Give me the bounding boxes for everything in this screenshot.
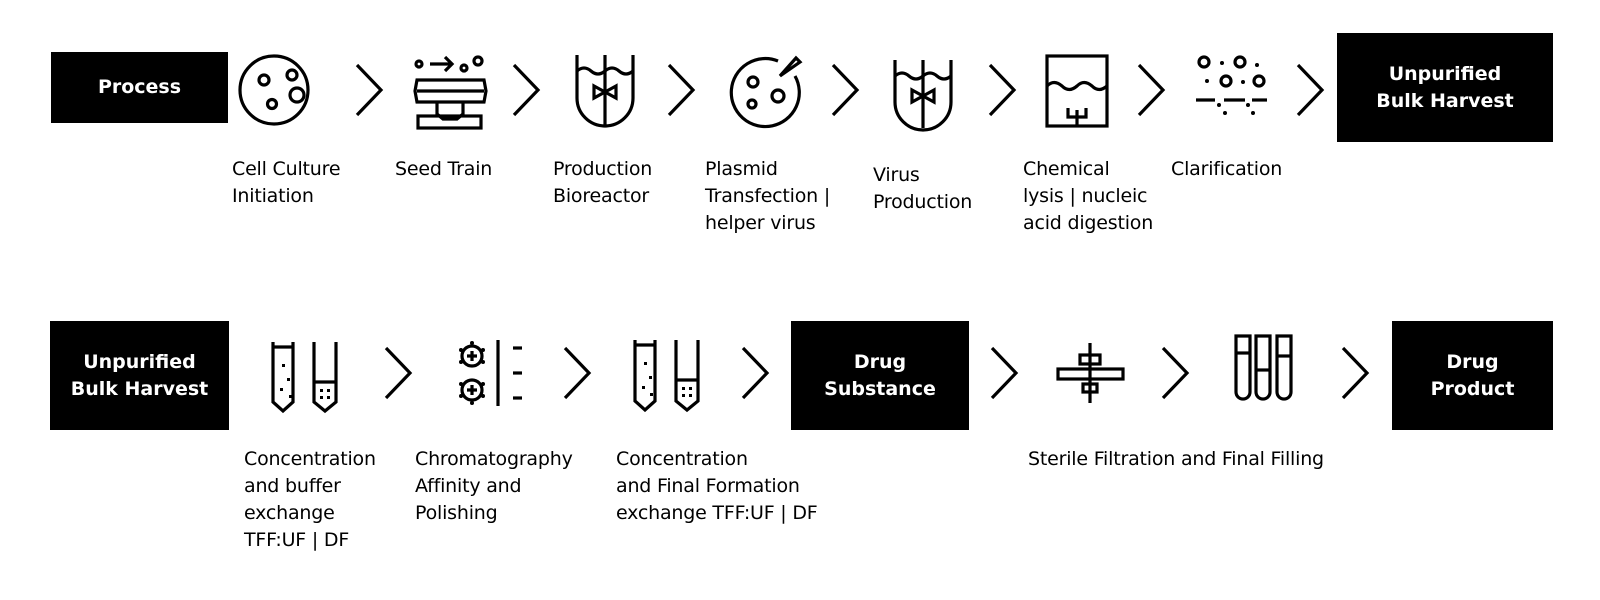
tff-tubes-icon (633, 340, 700, 413)
tff-tubes-icon (271, 342, 338, 414)
seed-train-icon (413, 55, 488, 130)
unpurified-bulk-harvest-box: Unpurified Bulk Harvest (1337, 33, 1553, 142)
plasmid-transfection-icon (729, 55, 803, 129)
step-label-clarification: Clarification (1171, 158, 1283, 180)
unpurified-bulk-harvest-box-2: Unpurified Bulk Harvest (50, 321, 229, 430)
step-label-chemical-lysis: Chemical lysis | nucleic acid digestion (1023, 158, 1154, 234)
drug-substance-box: Drug Substance (791, 321, 969, 430)
chevron-right-icon (1161, 346, 1190, 400)
chevron-right-icon (667, 63, 696, 117)
chevron-right-icon (384, 346, 413, 400)
chevron-right-icon (988, 63, 1017, 117)
petri-dish-icon (238, 54, 310, 126)
step-label-sterile-filtration: Sterile Filtration and Final Filling (1028, 448, 1324, 470)
chevron-right-icon (512, 63, 541, 117)
drug-product-box: Drug Product (1392, 321, 1553, 430)
chevron-right-icon (355, 63, 384, 117)
clarification-icon (1196, 55, 1267, 115)
sterile-filter-icon (1056, 343, 1125, 403)
step-label-concentration-buffer: Concentration and buffer exchange TFF:UF… (244, 448, 376, 551)
process-box: Process (51, 52, 228, 123)
virus-bioreactor-icon (893, 60, 953, 132)
chevron-right-icon (741, 346, 770, 400)
chevron-right-icon (831, 63, 860, 117)
bioreactor-icon (575, 55, 635, 128)
step-label-seed-train: Seed Train (395, 158, 493, 180)
step-label-production-bioreactor: Production Bioreactor (553, 158, 653, 207)
lysis-tank-icon (1045, 54, 1109, 128)
chevron-right-icon (1296, 63, 1325, 117)
step-label-cell-culture: Cell Culture Initiation (232, 158, 341, 207)
chevron-right-icon (1137, 63, 1166, 117)
chevron-right-icon (1341, 346, 1370, 400)
step-label-concentration-final: Concentration and Final Formation exchan… (616, 448, 818, 524)
chromatography-icon (459, 340, 522, 406)
chevron-right-icon (563, 346, 592, 400)
chevron-right-icon (990, 346, 1019, 400)
step-label-chromatography: Chromatography Affinity and Polishing (415, 448, 573, 524)
vials-icon (1234, 334, 1293, 401)
step-label-plasmid-transfection: Plasmid Transfection | helper virus (705, 158, 831, 234)
step-label-virus-production: Virus Production (873, 164, 973, 213)
